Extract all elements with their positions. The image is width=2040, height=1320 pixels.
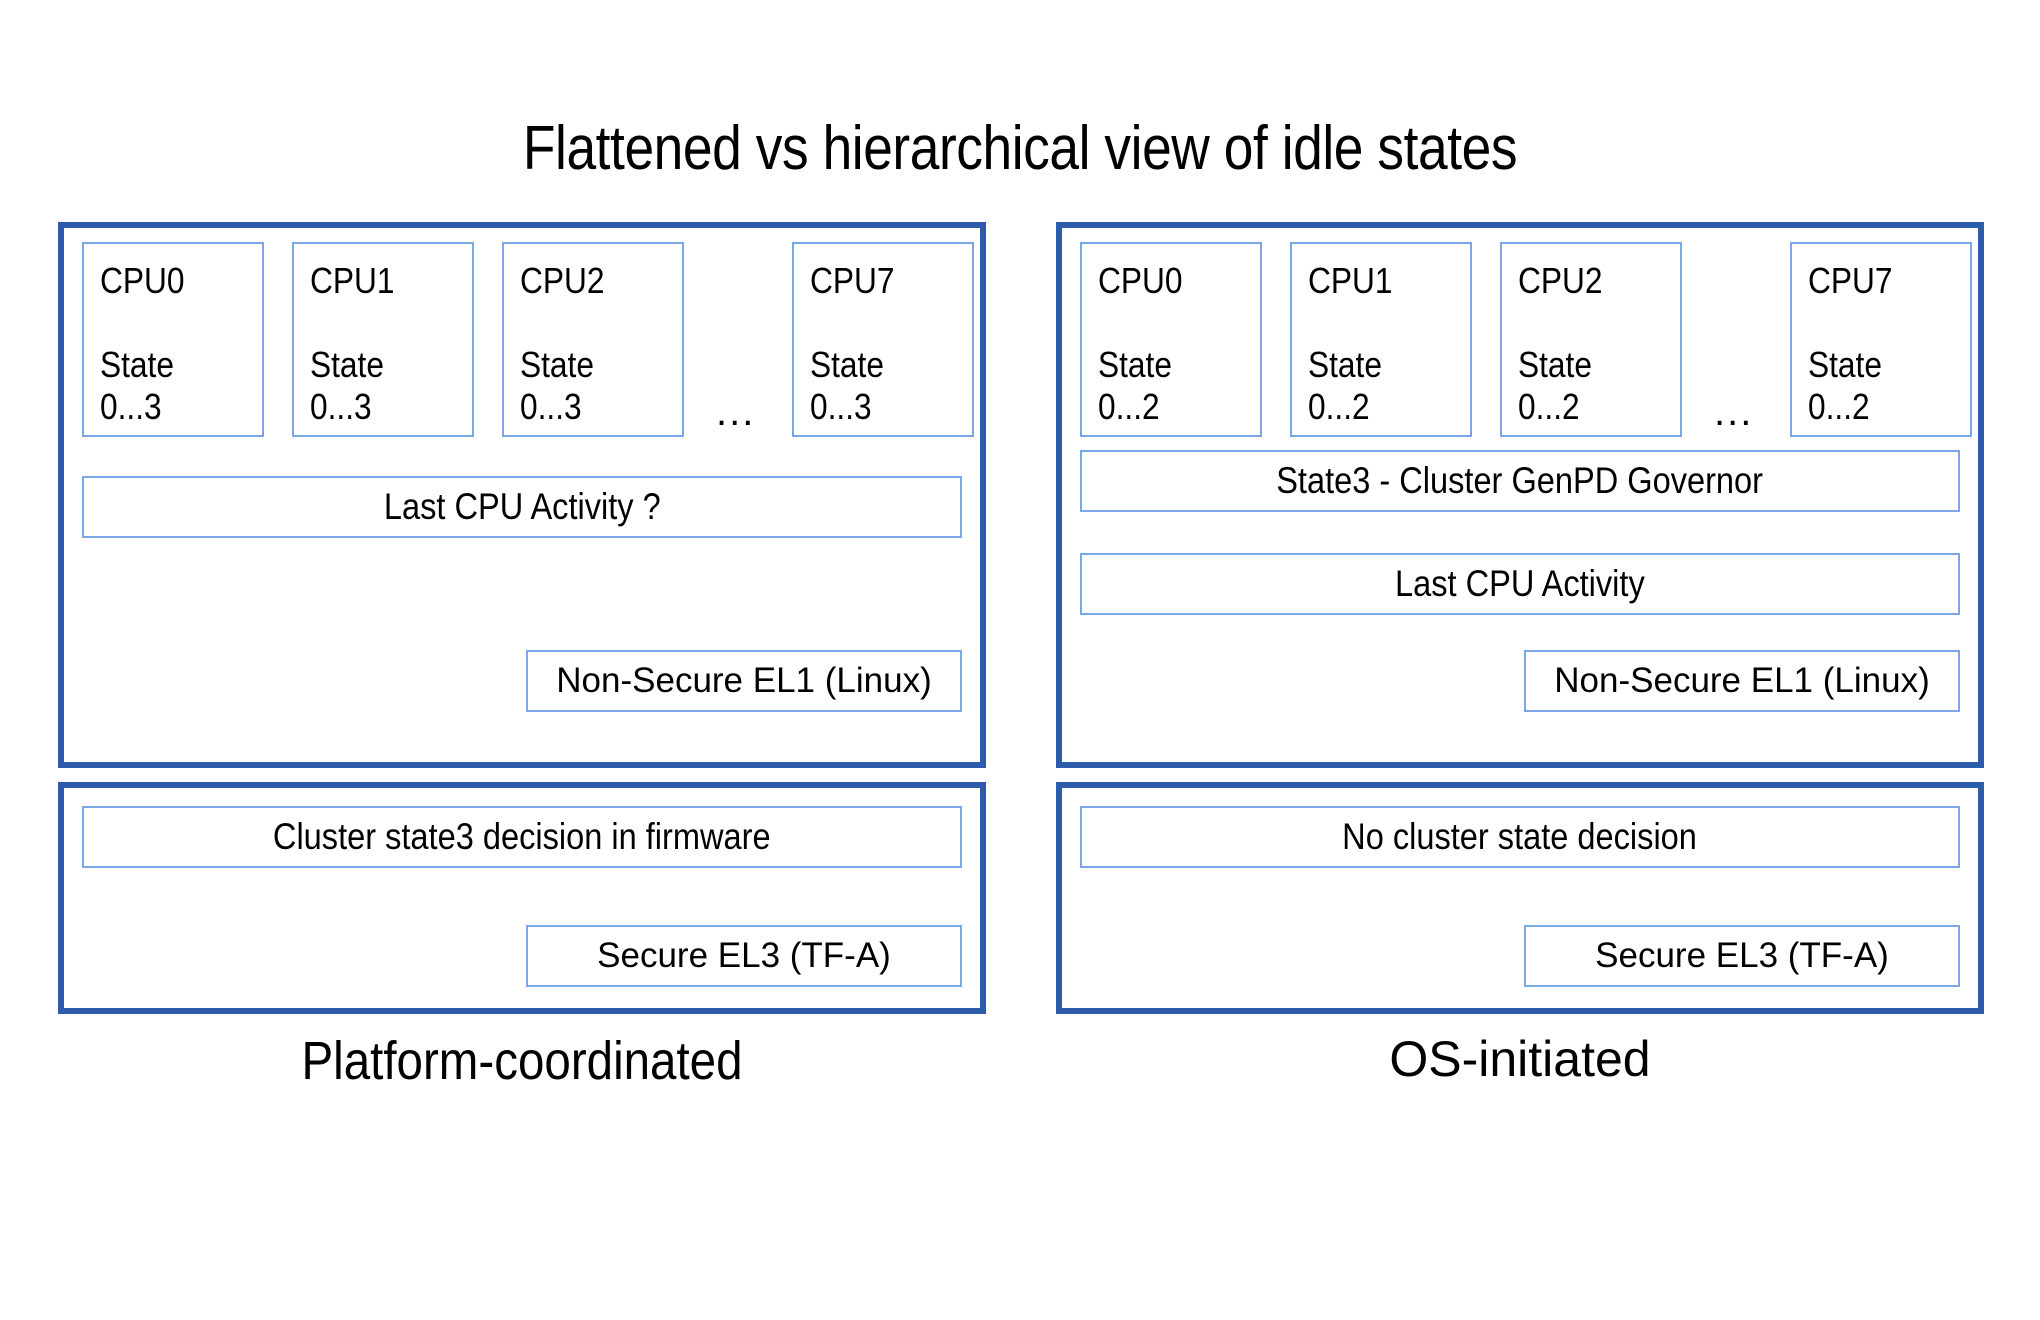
- no-cluster-decision-label: No cluster state decision: [1342, 816, 1698, 857]
- cpu-label: CPU7: [1808, 260, 1893, 301]
- caption-platform-coordinated: Platform-coordinated: [301, 1031, 743, 1091]
- cpu-ellipsis: ...: [1714, 390, 1754, 434]
- secure-el3-panel-platform: Cluster state3 decision in firmware Secu…: [58, 782, 986, 1014]
- exception-level-box-el3-platform: Secure EL3 (TF-A): [526, 925, 962, 987]
- no-cluster-decision-bar[interactable]: No cluster state decision: [1080, 806, 1960, 868]
- cluster-decision-label: Cluster state3 decision in firmware: [273, 816, 771, 857]
- cluster-decision-bar-platform[interactable]: Cluster state3 decision in firmware: [82, 806, 962, 868]
- exception-level-box-el1-os: Non-Secure EL1 (Linux): [1524, 650, 1960, 712]
- page-title: Flattened vs hierarchical view of idle s…: [522, 114, 1518, 183]
- last-cpu-activity-label: Last CPU Activity: [1395, 563, 1645, 604]
- cpu-label: CPU2: [1518, 260, 1603, 301]
- cpu-ellipsis: ...: [716, 390, 756, 434]
- cpu-label: CPU7: [810, 260, 895, 301]
- secure-el3-panel-os: No cluster state decision Secure EL3 (TF…: [1056, 782, 1984, 1014]
- caption-os-initiated: OS-initiated: [1389, 1031, 1651, 1087]
- exception-level-box-el3-os: Secure EL3 (TF-A): [1524, 925, 1960, 987]
- exception-level-label: Secure EL3 (TF-A): [1595, 936, 1889, 975]
- exception-level-label: Secure EL3 (TF-A): [597, 936, 891, 975]
- cpu-label: CPU1: [1308, 260, 1393, 301]
- last-cpu-activity-label: Last CPU Activity ?: [383, 486, 661, 527]
- cpu-label: CPU2: [520, 260, 605, 301]
- cpu-label: CPU0: [100, 260, 185, 301]
- cluster-genpd-governor-label: State3 - Cluster GenPD Governor: [1276, 460, 1764, 501]
- exception-level-box-el1-platform: Non-Secure EL1 (Linux): [526, 650, 962, 712]
- cpu-label: CPU1: [310, 260, 395, 301]
- cpu-label: CPU0: [1098, 260, 1183, 301]
- exception-level-label: Non-Secure EL1 (Linux): [556, 661, 932, 700]
- last-cpu-activity-bar-platform[interactable]: Last CPU Activity ?: [82, 476, 962, 538]
- exception-level-label: Non-Secure EL1 (Linux): [1554, 661, 1930, 700]
- last-cpu-activity-bar-os[interactable]: Last CPU Activity: [1080, 553, 1960, 615]
- cluster-genpd-governor-bar[interactable]: State3 - Cluster GenPD Governor: [1080, 450, 1960, 512]
